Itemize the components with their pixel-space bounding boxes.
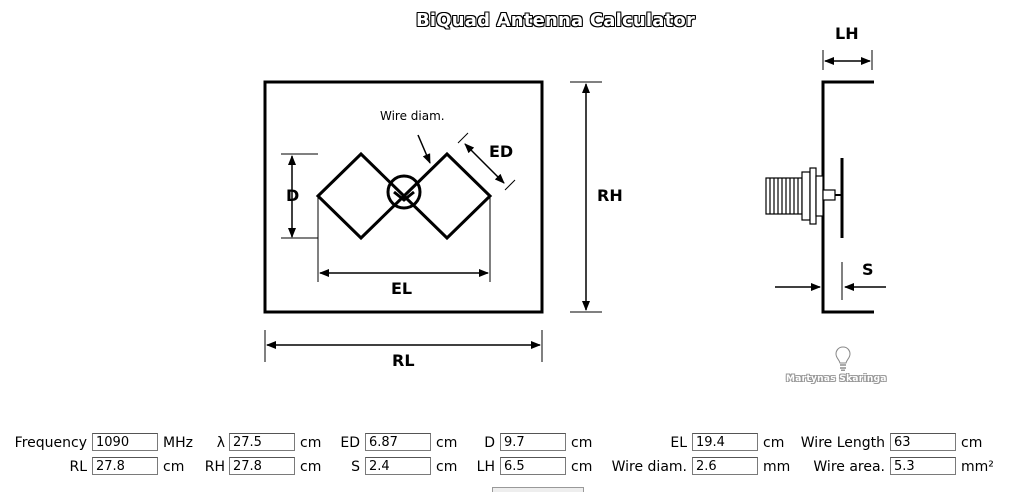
lambda-unit: cm	[300, 435, 322, 451]
lh-field-label: LH	[476, 459, 495, 475]
lh-input[interactable]	[500, 457, 566, 475]
reflector-plate	[263, 80, 544, 314]
rl-label: RL	[392, 351, 415, 370]
author-credit: Martynas Skaringa	[786, 374, 887, 384]
form-row-1: Frequency MHz λ cm ED cm D cm EL cm Wire…	[0, 432, 1011, 454]
rh-label: RH	[597, 186, 623, 205]
wire-diam-unit: mm	[763, 459, 791, 475]
frequency-input[interactable]	[92, 433, 158, 451]
d-input[interactable]	[500, 433, 566, 451]
lh-unit: cm	[571, 459, 593, 475]
rh-input[interactable]	[229, 457, 295, 475]
feed-point	[386, 174, 422, 210]
s-input[interactable]	[365, 457, 431, 475]
rl-field-label: RL	[69, 459, 87, 475]
form-row-2: RL cm RH cm S cm LH cm Wire diam. mm Wir…	[0, 456, 1011, 478]
lambda-label: λ	[216, 435, 225, 451]
frequency-unit: MHz	[163, 435, 193, 451]
wire-length-input[interactable]	[890, 433, 956, 451]
rh-field-label: RH	[204, 459, 225, 475]
d-label: D	[286, 186, 299, 205]
ed-field-label: ED	[340, 435, 360, 451]
el-unit: cm	[763, 435, 785, 451]
ed-label: ED	[489, 142, 513, 161]
wire-area-input[interactable]	[890, 457, 956, 475]
wire-diam-label: Wire diam.	[380, 109, 445, 123]
lh-label: LH	[835, 24, 859, 43]
el-input[interactable]	[692, 433, 758, 451]
d-unit: cm	[571, 435, 593, 451]
antenna-diagram: Wire diam. ED D EL RH RL	[263, 24, 886, 370]
rl-unit: cm	[163, 459, 185, 475]
d-field-label: D	[484, 435, 495, 451]
page-title: BiQuad Antenna Calculator	[415, 10, 696, 31]
s-label: S	[862, 260, 874, 279]
el-field-label: EL	[670, 435, 687, 451]
calculate-button[interactable]	[492, 487, 584, 492]
frequency-label: Frequency	[14, 435, 87, 451]
s-field-label: S	[351, 459, 360, 475]
n-connector	[765, 167, 842, 225]
wire-length-label: Wire Length	[800, 435, 885, 451]
wire-diam-field-label: Wire diam.	[611, 459, 687, 475]
wire-area-label: Wire area.	[813, 459, 885, 475]
s-unit: cm	[436, 459, 458, 475]
ed-unit: cm	[436, 435, 458, 451]
wire-length-unit: cm	[961, 435, 983, 451]
lambda-input[interactable]	[229, 433, 295, 451]
ed-input[interactable]	[365, 433, 431, 451]
wire-area-unit: mm²	[961, 459, 994, 475]
rh-unit: cm	[300, 459, 322, 475]
biquad-element	[315, 151, 493, 241]
wire-diam-input[interactable]	[692, 457, 758, 475]
rl-input[interactable]	[92, 457, 158, 475]
el-label: EL	[391, 279, 412, 298]
lightbulb-icon	[835, 346, 851, 371]
